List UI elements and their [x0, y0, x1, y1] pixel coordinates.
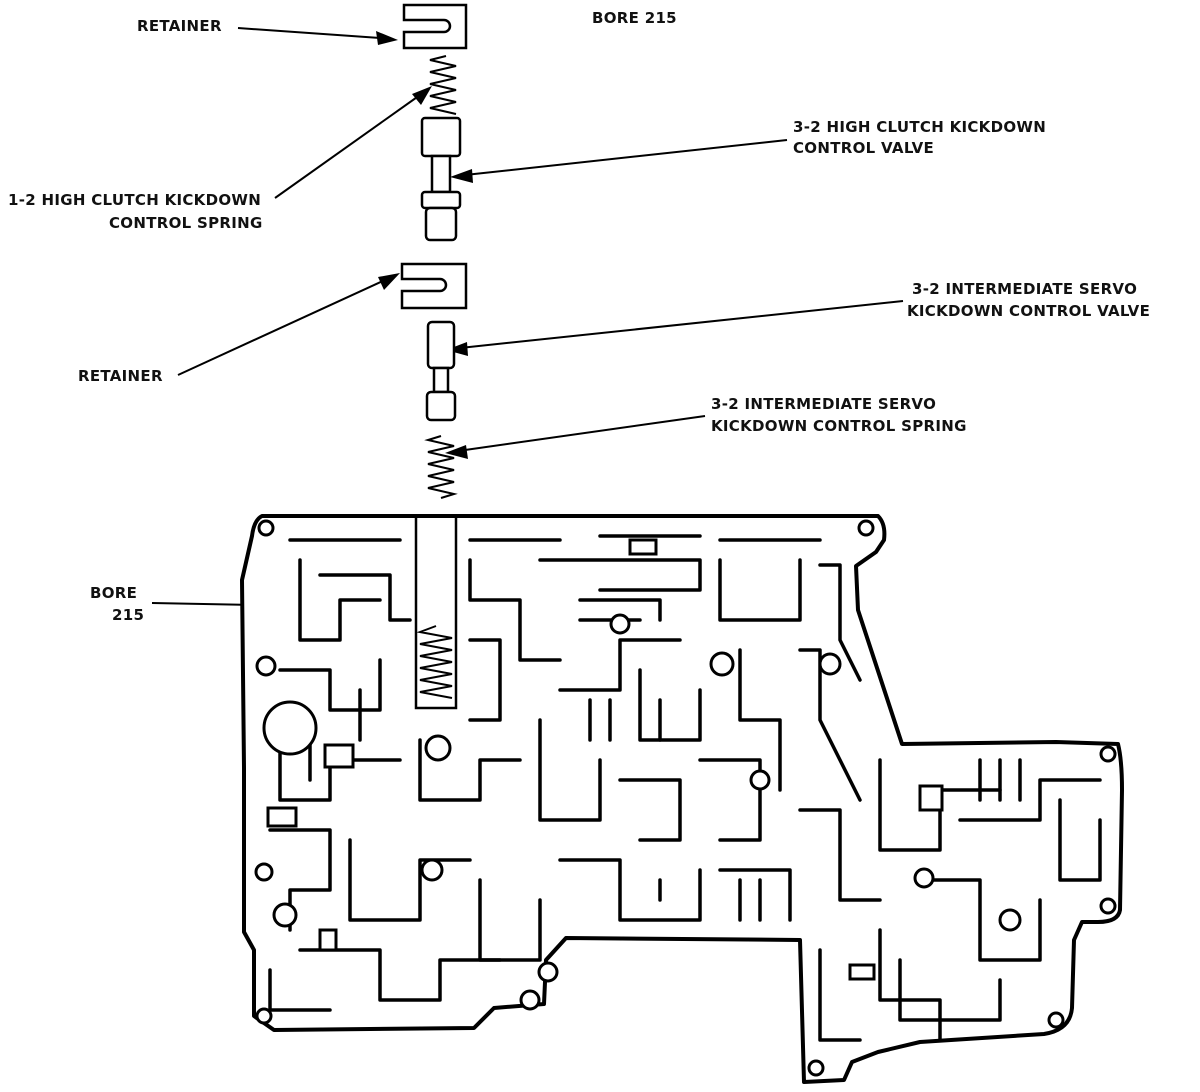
- label-is-valve-line1: 3-2 INTERMEDIATE SERVO: [912, 280, 1137, 298]
- label-is-valve-line2: KICKDOWN CONTROL VALVE: [907, 302, 1150, 320]
- label-bore-side-line1: BORE: [90, 584, 137, 602]
- ports: [266, 538, 944, 981]
- label-is-spring-line2: KICKDOWN CONTROL SPRING: [711, 417, 967, 435]
- label-bore-side-line2: 215: [112, 606, 144, 624]
- high-clutch-spring: [429, 55, 457, 115]
- channel-network: [268, 534, 1102, 1042]
- retainer-mid: [400, 262, 468, 310]
- valve-body-plate: [240, 514, 1124, 1084]
- high-clutch-valve: [420, 116, 462, 242]
- label-retainer-top: RETAINER: [137, 17, 222, 35]
- label-is-spring-line1: 3-2 INTERMEDIATE SERVO: [711, 395, 936, 413]
- label-retainer-mid: RETAINER: [78, 367, 163, 385]
- bore-215: [414, 514, 458, 710]
- label-top-bore: BORE 215: [592, 9, 677, 27]
- label-hc-spring-line1: 1-2 HIGH CLUTCH KICKDOWN: [8, 191, 261, 209]
- retainer-top: [402, 3, 468, 50]
- intermediate-servo-spring: [424, 435, 458, 499]
- label-hc-valve-line1: 3-2 HIGH CLUTCH KICKDOWN: [793, 118, 1046, 136]
- label-hc-spring-line2: CONTROL SPRING: [109, 214, 263, 232]
- intermediate-servo-valve: [425, 320, 457, 422]
- bolt-holes: [254, 519, 1117, 1077]
- label-hc-valve-line2: CONTROL VALVE: [793, 139, 934, 157]
